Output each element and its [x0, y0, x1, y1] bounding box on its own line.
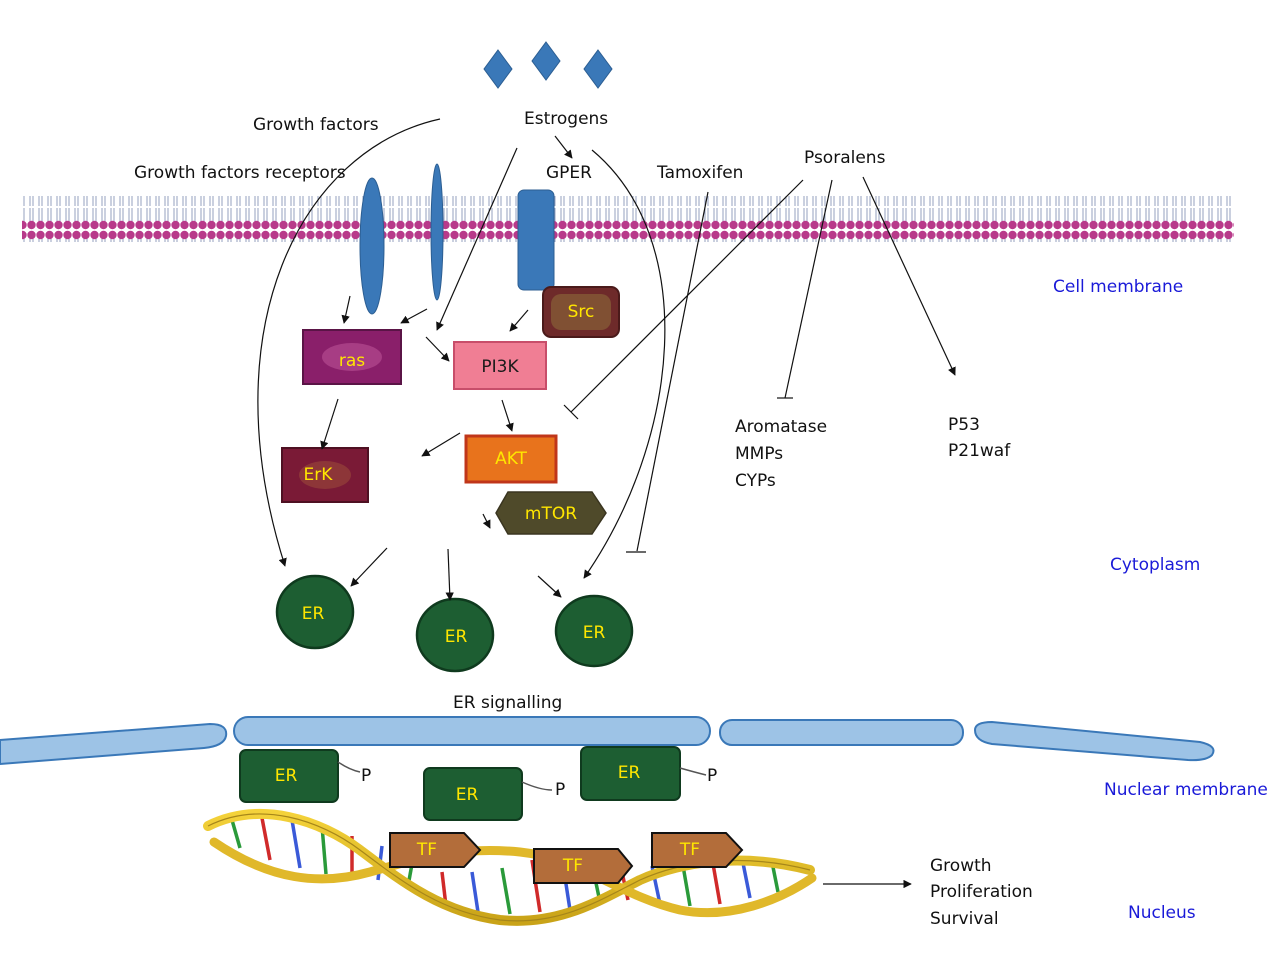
svg-text:ER: ER	[302, 604, 325, 624]
src-node: Src	[542, 286, 620, 338]
psoralen-inhibited-targets: Aromatase MMPs CYPs	[735, 417, 827, 491]
p53-label: P53	[948, 415, 980, 435]
tf-2: TF	[533, 848, 634, 884]
pi3k-node: PI3K	[453, 341, 547, 390]
ras-node: ras	[302, 329, 402, 385]
svg-text:TF: TF	[679, 840, 700, 860]
er-nuclear-3: ER P	[580, 746, 717, 801]
growth-factors-label: Growth factors	[253, 115, 379, 135]
gper-label: GPER	[546, 163, 592, 183]
mtor-node: mTOR	[495, 491, 607, 535]
p21waf-label: P21waf	[948, 441, 1011, 461]
mtor-label: mTOR	[525, 504, 577, 524]
akt-node: AKT	[464, 434, 558, 484]
outcome-proliferation: Proliferation	[930, 882, 1033, 902]
growth-factor-receptors-label: Growth factors receptors	[134, 163, 346, 183]
akt-label: AKT	[495, 449, 527, 469]
aromatase-label: Aromatase	[735, 417, 827, 437]
outcomes: Growth Proliferation Survival	[930, 856, 1033, 929]
estrogens-label: Estrogens	[524, 109, 608, 129]
growth-factor-receptors	[359, 163, 444, 315]
cyps-label: CYPs	[735, 471, 776, 491]
svg-text:ER: ER	[583, 623, 606, 643]
psoralens-label: Psoralens	[804, 148, 886, 168]
phospho-p-1: P	[361, 766, 371, 786]
pathway-arrows	[257, 118, 956, 889]
pi3k-label: PI3K	[481, 357, 519, 377]
phospho-p-3: P	[707, 766, 717, 786]
er-nuclear-1: ER P	[239, 749, 371, 803]
erk-label: ErK	[304, 465, 334, 485]
estrogen-molecules	[483, 41, 613, 89]
cell-membrane-label: Cell membrane	[1053, 277, 1183, 297]
nuclear-membrane-label: Nuclear membrane	[1104, 780, 1268, 800]
svg-text:ER: ER	[275, 766, 298, 786]
svg-text:ER: ER	[445, 627, 468, 647]
cell-membrane	[22, 196, 1234, 242]
nucleus-label: Nucleus	[1128, 903, 1196, 923]
phospho-p-2: P	[555, 780, 565, 800]
outcome-growth: Growth	[930, 856, 992, 876]
er-nuclear-2: ER P	[423, 767, 565, 821]
tf-3: TF	[651, 832, 744, 868]
er-cytoplasm-1: ER	[275, 574, 355, 650]
psoralen-activated-targets: P53 P21waf	[948, 415, 1011, 461]
er-cytoplasm-2: ER	[415, 597, 495, 673]
src-label: Src	[568, 302, 595, 322]
svg-text:ER: ER	[618, 763, 641, 783]
cytoplasm-label: Cytoplasm	[1110, 555, 1200, 575]
er-cytoplasm-3: ER	[554, 594, 634, 668]
ras-label: ras	[339, 351, 365, 371]
nuclear-membrane	[0, 716, 1215, 766]
gper-receptor	[517, 189, 555, 291]
tf-1: TF	[389, 832, 482, 868]
outcome-survival: Survival	[930, 909, 999, 929]
erk-node: ErK	[281, 447, 369, 503]
svg-text:TF: TF	[562, 856, 583, 876]
svg-text:ER: ER	[456, 785, 479, 805]
tamoxifen-label: Tamoxifen	[656, 163, 743, 183]
mmps-label: MMPs	[735, 444, 783, 464]
svg-text:TF: TF	[416, 840, 437, 860]
er-signalling-label: ER signalling	[453, 693, 562, 713]
